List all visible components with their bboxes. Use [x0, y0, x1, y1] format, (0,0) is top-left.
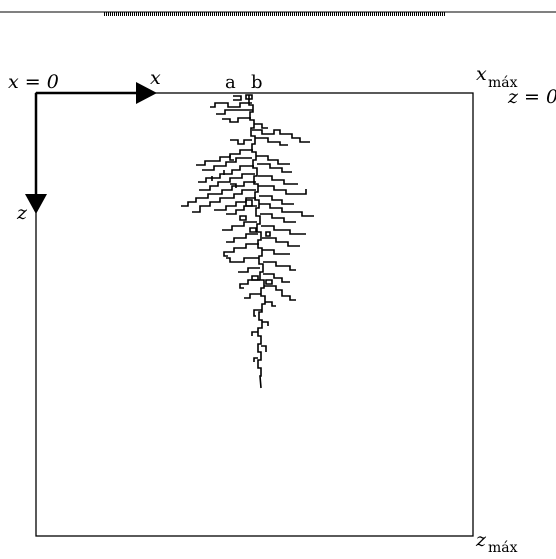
- root-lateral-25: [261, 225, 306, 235]
- root-lateral-6: [255, 137, 288, 146]
- root-lateral-4: [254, 123, 268, 129]
- root-lateral-20: [258, 185, 307, 195]
- z-arrowhead: [25, 194, 47, 214]
- root-lateral-40: [251, 331, 258, 336]
- root-lateral-33: [263, 273, 290, 283]
- z-zero-label: z = 0: [507, 86, 556, 108]
- z-max-subscript: máx: [488, 540, 518, 554]
- root-lateral-34: [239, 279, 260, 289]
- origin-label: x = 0: [8, 71, 59, 93]
- root-lateral-8: [196, 149, 253, 166]
- root-lateral-17: [256, 155, 290, 165]
- root-lateral-11: [199, 173, 255, 191]
- root-lateral-15: [226, 205, 257, 215]
- point-b-label: b: [251, 72, 263, 93]
- root-lateral-35: [264, 285, 296, 301]
- root-lateral-29: [262, 249, 290, 255]
- root-lateral-3: [222, 117, 251, 123]
- root-lateral-31: [263, 261, 296, 271]
- x-axis-label: x: [150, 67, 161, 89]
- root-lateral-2: [216, 109, 253, 115]
- root-lateral-9: [202, 157, 252, 171]
- domain-box: [35, 92, 474, 537]
- root-top-loop-2: [233, 95, 242, 101]
- root-main-axis: [248, 95, 266, 389]
- root-lateral-18: [257, 163, 292, 173]
- root-lateral-12: [181, 181, 256, 207]
- root-lateral-41: [261, 345, 267, 352]
- root-lateral-27: [262, 237, 300, 247]
- root-lateral-13: [192, 189, 256, 213]
- root-lateral-42: [253, 357, 258, 362]
- x-max-subscript: máx: [488, 75, 518, 91]
- x-arrowhead: [136, 82, 157, 104]
- z-max-label: z: [475, 529, 487, 551]
- z-axis-label: z: [16, 202, 28, 224]
- root-lateral-32: [238, 267, 260, 273]
- root-lateral-10: [198, 165, 254, 183]
- x-max-label: x: [476, 63, 487, 85]
- root-lateral-19: [258, 175, 298, 185]
- root-lateral-36: [244, 293, 261, 299]
- root-lateral-7: [230, 139, 252, 145]
- root-lateral-39: [262, 321, 269, 326]
- root-lateral-28: [223, 243, 259, 257]
- root-loop-cluster-1: [239, 199, 253, 221]
- root-lateral-21: [259, 195, 294, 205]
- point-a-label: a: [225, 72, 236, 93]
- root-lateral-22: [259, 203, 314, 217]
- root-lateral-5: [252, 129, 310, 143]
- root-loop-cluster-3: [251, 275, 273, 285]
- root-loop-cluster-2: [249, 227, 271, 237]
- root-lateral-26: [226, 233, 258, 243]
- root-system-drawing: [181, 94, 314, 389]
- root-lateral-16: [211, 155, 237, 188]
- root-lateral-38: [253, 309, 262, 317]
- root-lateral-1: [210, 102, 252, 108]
- root-lateral-37: [265, 301, 276, 307]
- root-top-loop: [245, 94, 253, 100]
- root-lateral-23: [260, 213, 296, 223]
- root-lateral-30: [226, 257, 259, 263]
- root-lateral-14: [214, 197, 256, 211]
- root-lateral-24: [222, 221, 257, 231]
